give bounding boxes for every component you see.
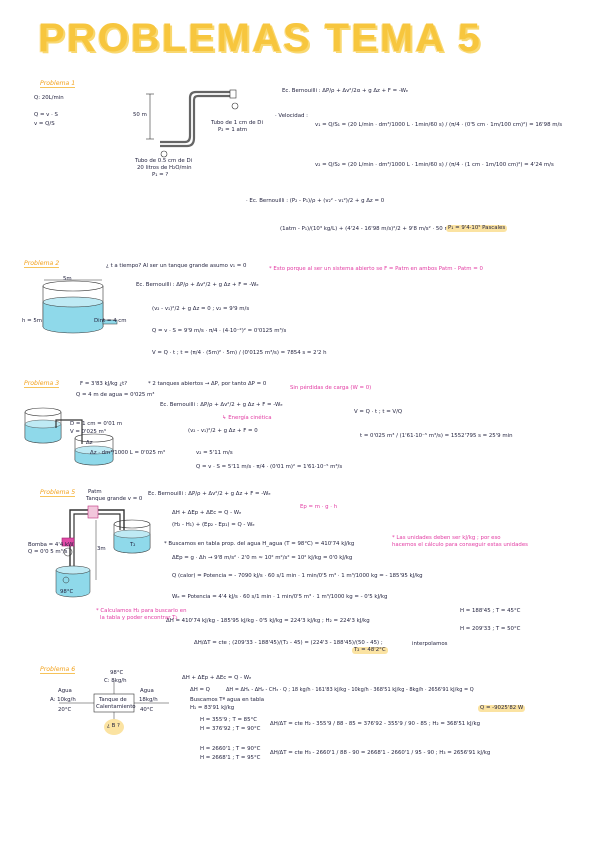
p4-b2: (H₂ - H₁) + (Ep₂ - Ep₁) = Q - Wₑ xyxy=(172,522,255,528)
p3-t2: t = 0'025 m³ / (1'61·10⁻⁵ m³/s) = 1552'7… xyxy=(360,433,513,439)
p5-fig-c: C: 8kg/h xyxy=(104,678,127,684)
problem-6-label: Problema 6 xyxy=(40,666,76,674)
p3-step2: v₂ = 5'11 m/s xyxy=(196,450,233,456)
p1-eq1: · Ec. Bernouilli : (P₂ - P₁)/ρ + (v₂² - … xyxy=(246,198,385,204)
p5-fig-b: ¿ B ? xyxy=(107,723,120,729)
problem-1-label: Problema 1 xyxy=(40,80,76,88)
p4-fig-t2: T₂ xyxy=(130,542,136,548)
p5-h3b: H = 2668'1 ; T = 95°C xyxy=(200,755,261,761)
problem-2-label: Problema 2 xyxy=(24,260,60,268)
p1-fig-bot-1: Tubo de 0.5 cm de Di xyxy=(135,158,193,164)
p3-t1: V = Q · t ; t = V/Q xyxy=(354,409,403,415)
p4-pink-note-1: * Calculamos H₂ para buscarlo en xyxy=(96,608,187,614)
p4-fig-pump: Bomba = 4'4 kW xyxy=(28,542,74,548)
p3-energy-note: ↳ Energía cinética xyxy=(222,415,272,421)
p4-fig-temp: 98°C xyxy=(60,589,74,595)
p1-bernoulli: Ec. Bernouilli : ΔP/ρ + Δv²/2α + g Δz + … xyxy=(282,88,409,94)
p3-given: F = 3'83 kJ/kg ¿t? xyxy=(80,381,128,387)
p4-table-row-1: H = 188'45 ; T = 45°C xyxy=(460,608,521,614)
p4-bernoulli: Ec. Bernouilli : ΔP/ρ + Δv²/2 + g Δz + F… xyxy=(148,491,271,497)
p5-h3a: H = 2660'1 ; T = 90°C xyxy=(200,746,261,752)
p5-h2c: ΔH/ΔT = cte H₂ - 355'9 / 88 - 85 = 376'9… xyxy=(270,721,481,727)
p3-left-calc: Δz · dm³/1000 L = 0'025 m³ xyxy=(90,450,166,456)
p3-tanks-diagram xyxy=(24,407,114,466)
p1-v2: v₂ = Q/S₂ = (20 L/min · dm³/1000 L · 1mi… xyxy=(315,162,554,168)
p3-fig-4: Δz xyxy=(86,440,93,446)
p1-fig-bot-2: 20 litros de H₂O/min xyxy=(137,165,192,171)
p5-fig-20c: 20°C xyxy=(58,707,72,713)
p3-bernoulli: Ec. Bernouilli : ΔP/ρ + Δv²/2 + g Δz + F… xyxy=(160,402,283,408)
p1-pipe-diagram xyxy=(146,89,239,158)
p5-fig-agua-in: Agua xyxy=(58,688,72,694)
p4-w-line: Wₑ = Potencia = 4'4 kJ/s · 60 s/1 min · … xyxy=(172,594,388,600)
p4-fig-h: 3m xyxy=(97,546,106,552)
problem-5-label: Problema 5 xyxy=(40,489,76,497)
p2-fig-height: h = 5m xyxy=(22,318,43,324)
p2-tank-diagram xyxy=(42,279,118,334)
p2-note: * Esto porque al ser un sistema abierto … xyxy=(269,266,483,272)
p4-b1: ΔH + ΔEp + ΔEc = Q - Wₑ xyxy=(172,510,242,516)
p2-step1: (v₂ - v₁)²/2 + g Δz = 0 ; v₂ = 9'9 m/s xyxy=(152,306,250,312)
p5-b4: H₁ = 83'91 kJ/kg xyxy=(190,705,235,711)
p4-given-tank: Tanque grande v = 0 xyxy=(86,496,143,502)
p2-step2: Q = v · S = 9'9 m/s · π/4 · (4·10⁻²)² = … xyxy=(152,328,287,334)
p5-b2: ΔH = Q xyxy=(190,687,210,693)
p3-bullet: * 2 tanques abiertos → ΔP, por tanto ΔP … xyxy=(148,381,267,387)
p3-fig-1: Q = 4 m de agua = 0'025 m³ xyxy=(76,392,155,398)
p3-fig-3: V = 0'025 m³ xyxy=(70,429,106,435)
p4-table-row-2: H = 209'33 ; T = 50°C xyxy=(460,626,521,632)
p4-result: T₂ = 48'2°C xyxy=(352,647,388,654)
p5-h2a: H = 355'9 ; T = 85°C xyxy=(200,717,257,723)
p5-fig-a: A: 10kg/h xyxy=(50,697,76,703)
p1-fig-bot-3: P₁ = ? xyxy=(152,172,169,178)
p1-fig-top-2: P₂ = 1 atm xyxy=(218,127,248,133)
p1-fig-top-1: Tubo de 1 cm de Di xyxy=(211,120,263,126)
p1-given-eq: Q = v · S xyxy=(34,112,58,118)
p5-b1: ΔH + ΔEp + ΔEc = Q - Wₑ xyxy=(182,675,252,681)
p1-result: P₁ = 9'4·10⁵ Pascales xyxy=(446,225,508,232)
p2-question: ¿ t a tiempo? Al ser un tanque grande as… xyxy=(106,263,247,269)
p5-heater-diagram xyxy=(59,680,169,735)
p1-given-q: Q: 20L/min xyxy=(34,95,64,101)
p5-result: Q = -9025'82 W xyxy=(478,705,526,712)
p4-pink-note-2: la tabla y poder encontrar T₂ xyxy=(100,615,178,621)
p1-v1: v₁ = Q/S₁ = (20 L/min · dm³/1000 L · 1mi… xyxy=(315,122,563,128)
p2-bernoulli: Ec. Bernouilli : ΔP/ρ + Δv²/2 + g Δz + F… xyxy=(136,282,259,288)
p4-interp-label: interpolamos xyxy=(412,641,448,647)
p5-fig-agua-out: Agua xyxy=(140,688,154,694)
p5-fig-temp: 98°C xyxy=(110,670,124,676)
p5-h2b: H = 376'92 ; T = 90°C xyxy=(200,726,261,732)
p1-fig-height: 50 m xyxy=(133,112,147,118)
p1-given-v: v = Q/S xyxy=(34,121,55,127)
p4-h-line: ΔH = 410'74 kJ/kg - 185'95 kJ/kg - 0'5 k… xyxy=(166,618,370,624)
p5-eq: ΔH = ΔH₁ - ΔH₂ - CH₃ · Q ; 18 kg/h · 161… xyxy=(226,687,474,693)
page-title: PROBLEMAS TEMA 5 xyxy=(38,16,482,60)
p5-fig-tank-1: Tanque de xyxy=(99,697,127,703)
p4-interp: ΔH/ΔT = cte ; (209'33 - 188'45)/(T₂ - 45… xyxy=(194,640,383,646)
p4-q-line: Q (calor) = Potencia = - 7090 kJ/s · 60 … xyxy=(172,573,423,579)
p5-fig-tank-2: Calentamiento xyxy=(96,704,136,710)
p1-velocity-label: · Velocidad : xyxy=(275,113,308,119)
problem-3-label: Problema 3 xyxy=(24,380,60,388)
p3-fig-2: D = 1 cm = 0'01 m xyxy=(70,421,123,427)
p5-h3c: ΔH/ΔT = cte H₃ - 2660'1 / 88 - 90 = 2668… xyxy=(270,750,491,756)
p2-fig-out: Dint = 4 cm xyxy=(94,318,127,324)
p5-fig-40c: 40°C xyxy=(140,707,154,713)
p4-fig-q: Q = 0'0 5 m³/s xyxy=(28,549,68,555)
p1-eq2: (1atm - P₁)/(10³ kg/L) + (4'24 - 16'98 m… xyxy=(280,226,465,232)
p4-note-1: * Las unidades deben ser kJ/kg ; por eso xyxy=(392,535,501,541)
p4-ep: Ep = m · g · h xyxy=(300,504,338,510)
p3-note: Sin pérdidas de carga (W = 0) xyxy=(290,385,372,391)
p4-ep-line: ΔEp = g · Δh → 9'8 m/s² · 2'0 m ≈ 10² m²… xyxy=(172,555,353,561)
p5-fig-18kg: 18kg/h xyxy=(139,697,158,703)
p5-b3: Buscamos Tª agua en tabla xyxy=(190,697,265,703)
p4-bullet: * Buscamos en tabla prop. del agua H_agu… xyxy=(164,541,355,547)
p2-step3: V = Q · t ; t = (π/4 · (5m)² · 5m) / (0'… xyxy=(152,350,327,356)
p4-given-patm: Patm xyxy=(88,489,102,495)
p3-step3: Q = v · S = 5'11 m/s · π/4 · (0'01 m)² =… xyxy=(196,464,343,470)
p3-step1: (v₂ - v₁)²/2 + g Δz + F = 0 xyxy=(188,428,258,434)
p4-pump-diagram xyxy=(55,505,151,598)
p2-fig-width: 5m xyxy=(63,276,72,282)
p4-note-2: hacemos el cálculo para conseguir estas … xyxy=(392,542,528,548)
